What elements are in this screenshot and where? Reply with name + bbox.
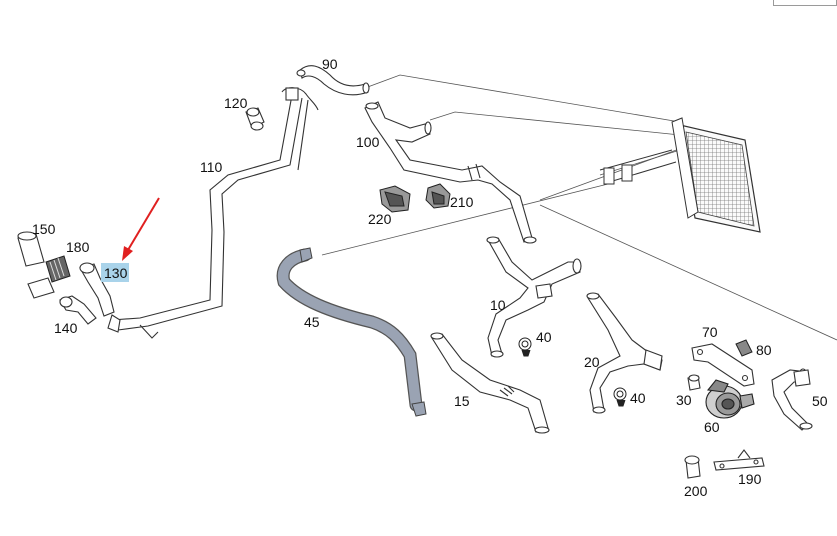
- clamp-part-220: [379, 185, 411, 213]
- label-60: 60: [704, 419, 720, 435]
- bellows-part-180: [45, 255, 71, 283]
- fitting-part-200: [684, 455, 701, 479]
- label-180: 180: [66, 239, 90, 255]
- label-40-b: 40: [630, 390, 646, 406]
- hose-part-50: [771, 368, 813, 431]
- label-90: 90: [322, 56, 338, 72]
- hose-part-150: [17, 231, 45, 267]
- hose-part-90: [296, 65, 370, 96]
- label-45: 45: [304, 314, 320, 330]
- label-100: 100: [356, 134, 380, 150]
- clamp-part-210: [425, 183, 451, 209]
- label-150: 150: [32, 221, 56, 237]
- bracket-part-70: [691, 343, 755, 387]
- label-140: 140: [54, 320, 78, 336]
- clamp-part-40-b: [613, 387, 627, 407]
- bracket-part-190: [713, 449, 765, 471]
- label-130: 130: [104, 265, 128, 281]
- part-labels: 90 120 100 110 220 210 150 180 130 140 4…: [32, 56, 828, 499]
- heater-core: [599, 117, 761, 233]
- hose-part-15: [430, 332, 550, 434]
- label-110: 110: [200, 159, 223, 175]
- label-210: 210: [450, 194, 474, 210]
- pointer-arrow: [122, 197, 160, 261]
- pipe-part-110: [107, 87, 319, 339]
- hose-part-45: [276, 247, 427, 417]
- label-190: 190: [738, 471, 762, 487]
- label-80: 80: [756, 342, 772, 358]
- corner-frame: [773, 0, 837, 6]
- leader-lines: [321, 74, 837, 341]
- hose-part-10: [486, 236, 582, 358]
- label-50: 50: [812, 393, 828, 409]
- label-200: 200: [684, 483, 708, 499]
- hose-part-130: [79, 262, 115, 317]
- hose-part-140: [27, 277, 97, 325]
- hose-part-100: [364, 101, 537, 244]
- clip-part-80: [735, 339, 753, 357]
- pump-part-60: [705, 379, 755, 419]
- label-40-a: 40: [536, 329, 552, 345]
- nut-part-30: [687, 374, 701, 391]
- hose-part-20: [586, 292, 663, 414]
- label-220: 220: [368, 211, 392, 227]
- label-120: 120: [224, 95, 248, 111]
- label-20: 20: [584, 354, 600, 370]
- fitting-part-120: [245, 107, 265, 131]
- label-70: 70: [702, 324, 718, 340]
- clamp-part-40-a: [518, 337, 532, 357]
- label-30: 30: [676, 392, 692, 408]
- label-10: 10: [490, 297, 506, 313]
- highlight-box-130: [101, 263, 129, 282]
- label-15: 15: [454, 393, 470, 409]
